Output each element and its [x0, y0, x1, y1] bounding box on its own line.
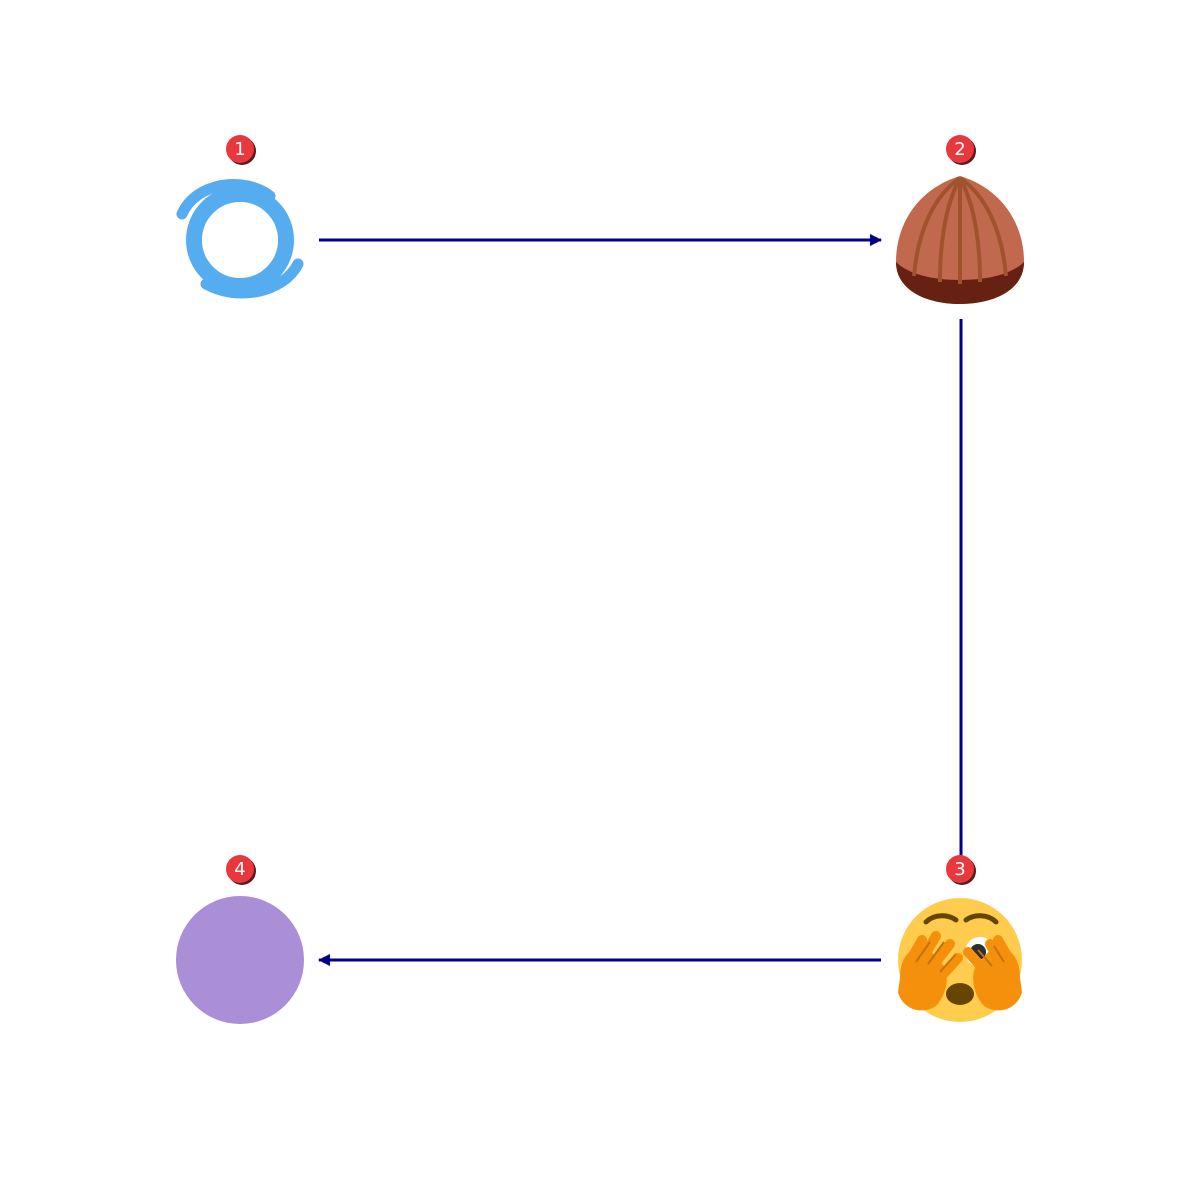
node-2[interactable]: 2	[896, 135, 1024, 304]
node-3[interactable]: 3	[898, 855, 1022, 1022]
node-4[interactable]: 4	[176, 855, 304, 1024]
face-with-peeking-eye-icon	[898, 898, 1022, 1022]
chestnut-icon	[896, 176, 1024, 304]
node-1-number: 1	[234, 139, 245, 160]
node-1-badge: 1	[226, 135, 256, 165]
cyclone-icon	[176, 178, 304, 299]
purple-circle-icon	[176, 896, 304, 1024]
edges	[318, 234, 963, 966]
node-4-number: 4	[234, 859, 245, 880]
node-3-number: 3	[954, 859, 965, 880]
node-4-badge: 4	[226, 855, 256, 885]
node-1[interactable]: 1	[176, 135, 304, 299]
node-2-badge: 2	[946, 135, 976, 165]
node-3-badge: 3	[946, 855, 976, 885]
node-2-number: 2	[954, 139, 965, 160]
